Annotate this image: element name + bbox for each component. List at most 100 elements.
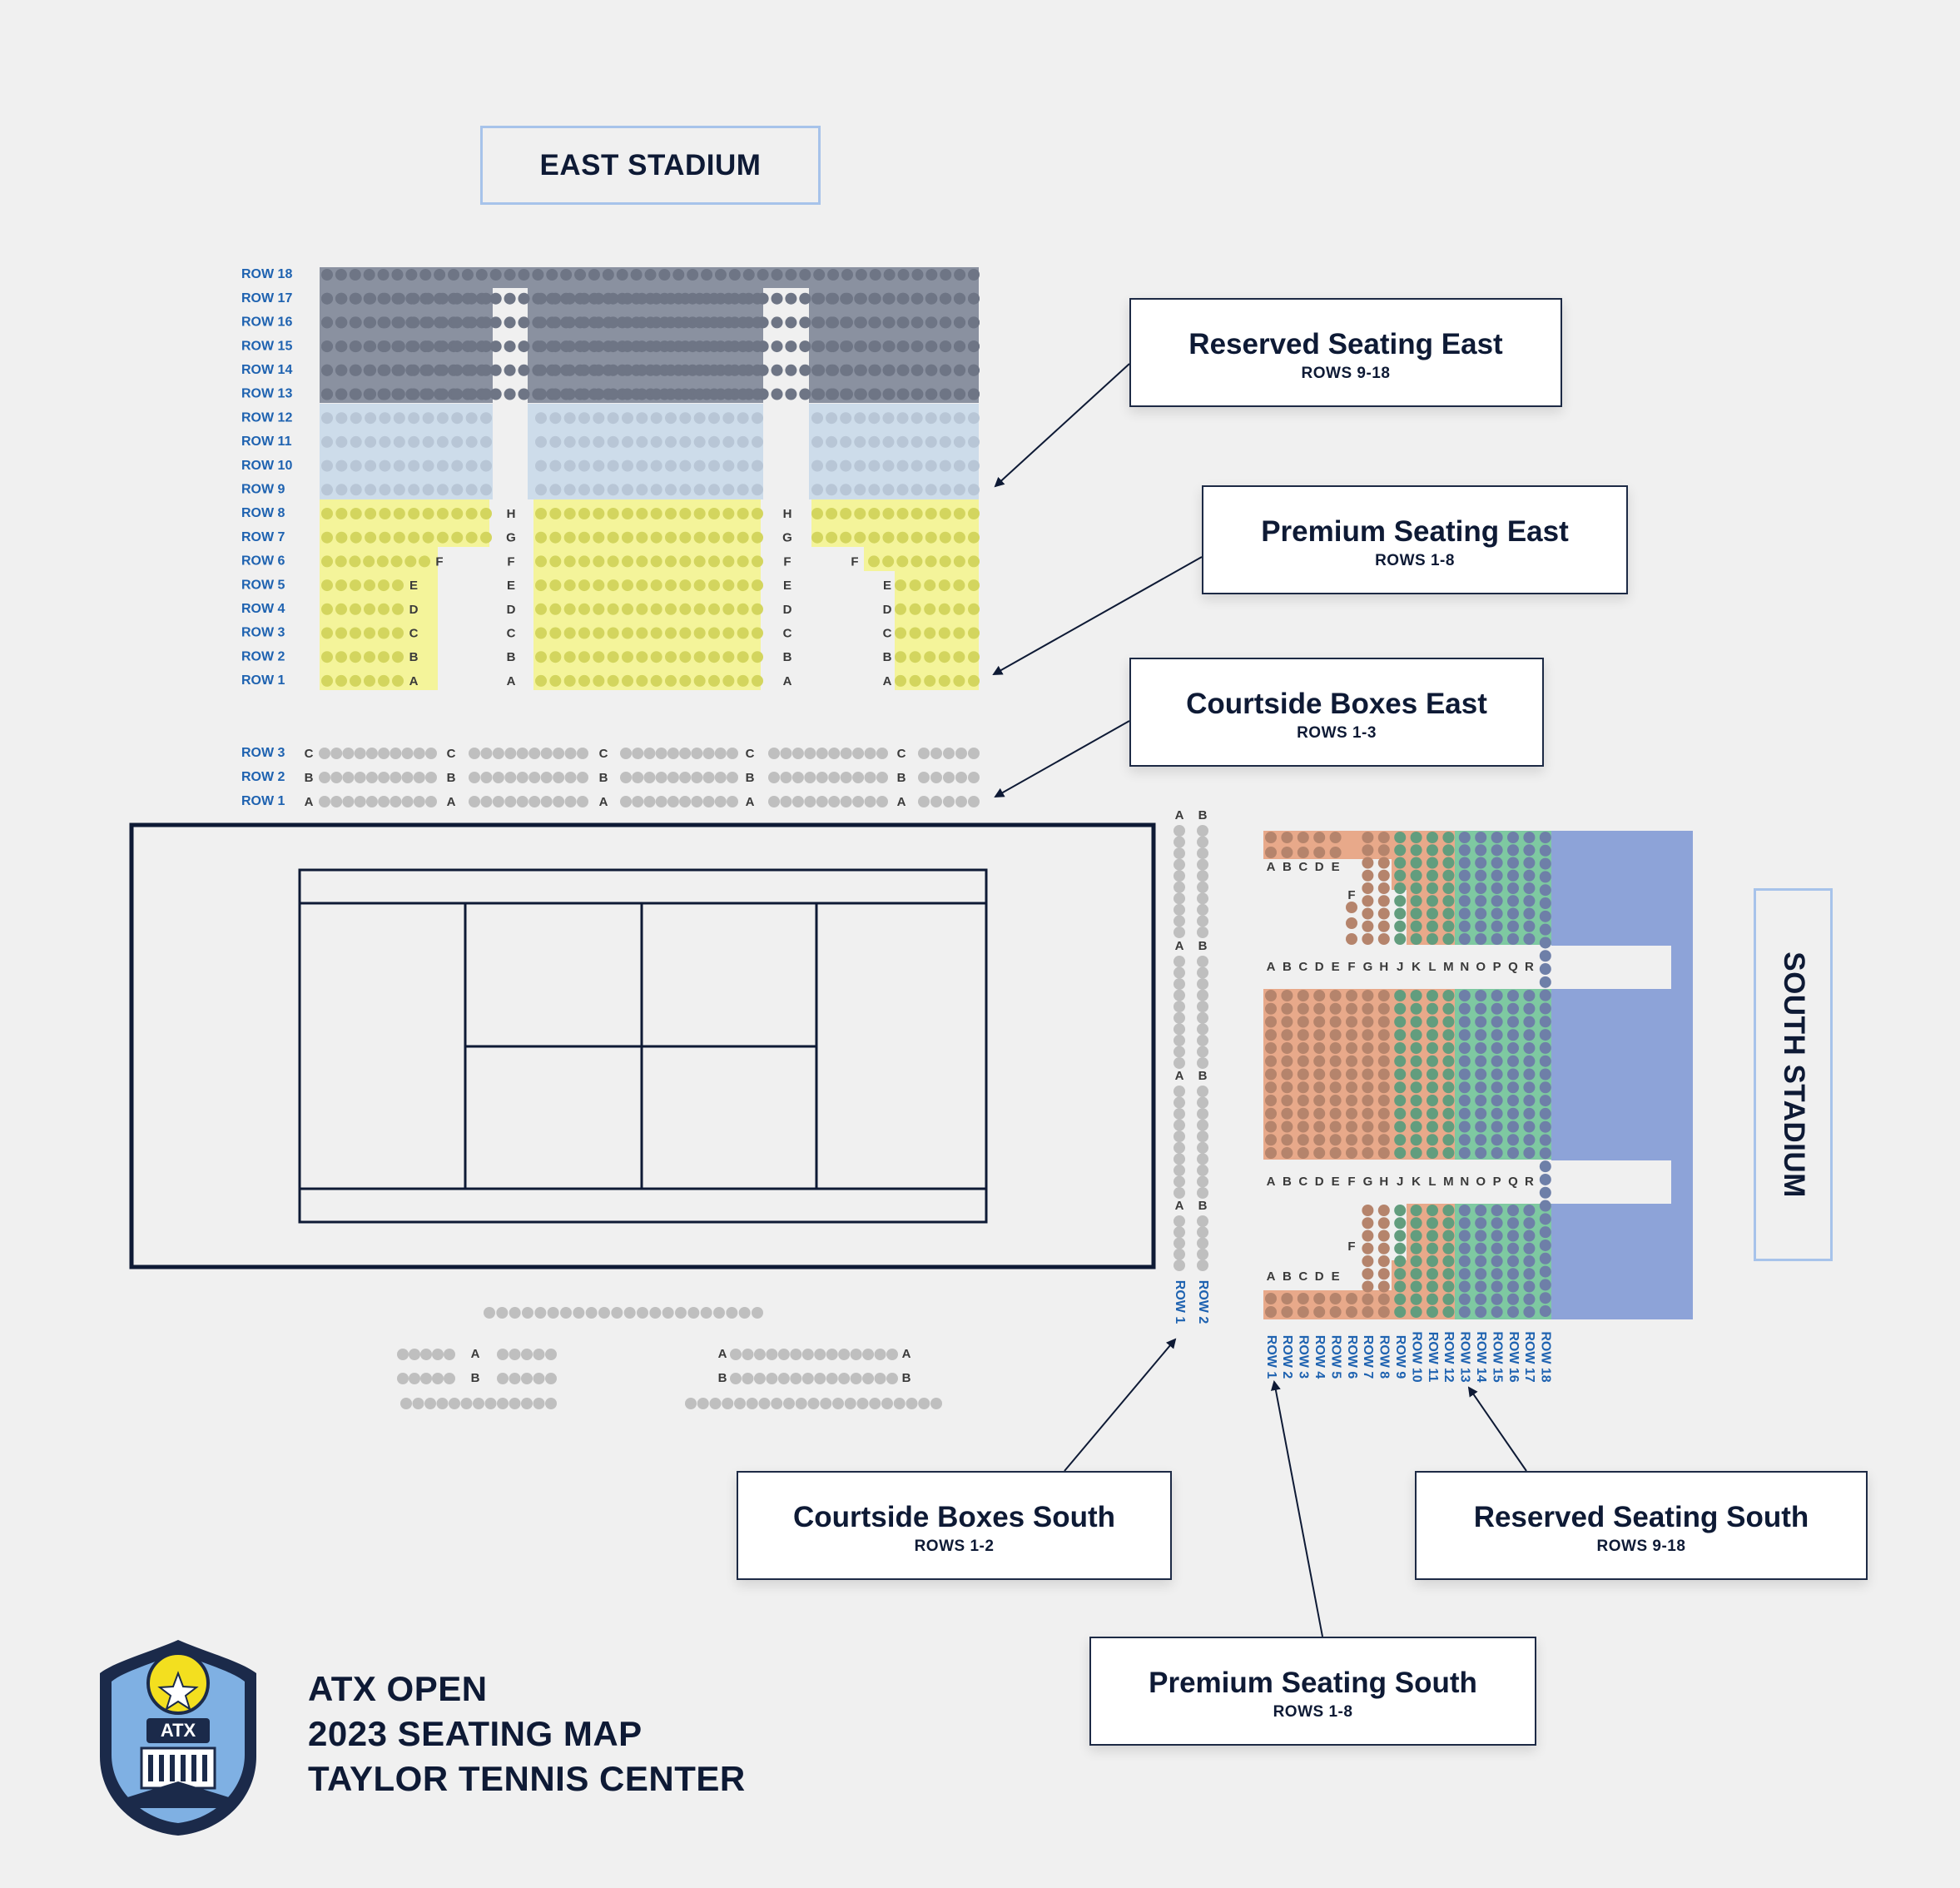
seat: [1475, 882, 1487, 894]
seat: [1427, 882, 1438, 894]
seat: [484, 1398, 497, 1409]
seat: [693, 627, 706, 639]
east-aisle-letter: G: [506, 531, 516, 545]
south-seat-letter: H: [1379, 960, 1388, 974]
south-row-label: ROW 11: [1426, 1332, 1440, 1383]
seat: [636, 364, 648, 376]
seat: [451, 508, 464, 519]
seat: [665, 460, 677, 472]
seat: [563, 388, 576, 400]
seat: [1491, 1042, 1503, 1054]
seat: [1427, 1055, 1438, 1067]
seat: [1442, 844, 1455, 857]
seat: [1475, 1147, 1487, 1159]
seat: [662, 1307, 674, 1319]
seat: [1410, 1230, 1422, 1242]
seat: [918, 772, 930, 783]
seat: [585, 1307, 598, 1319]
seat: [379, 292, 391, 305]
seat: [911, 555, 923, 568]
seat: [1507, 844, 1519, 857]
seat: [801, 1373, 814, 1384]
callout-premium-seating-south[interactable]: Premium Seating South ROWS 1-8: [1089, 1637, 1536, 1746]
south-seat-letter: B: [1283, 1269, 1292, 1284]
seat: [578, 364, 590, 376]
seat: [1329, 1016, 1342, 1028]
seat: [1523, 1268, 1536, 1280]
seat: [379, 364, 391, 376]
seat: [413, 772, 425, 783]
callout-courtside-boxes-south[interactable]: Courtside Boxes South ROWS 1-2: [737, 1471, 1172, 1580]
south-seat-letter: B: [1283, 960, 1292, 974]
seat: [1313, 1029, 1326, 1041]
east-stadium-label: EAST STADIUM: [480, 126, 821, 205]
callout-reserved-seating-south[interactable]: Reserved Seating South ROWS 9-18: [1415, 1471, 1868, 1580]
seat: [1174, 1119, 1185, 1131]
seat: [540, 772, 553, 783]
seat: [1458, 933, 1471, 945]
callout-rows: ROWS 1-8: [1375, 552, 1455, 569]
seat: [1410, 990, 1422, 1001]
seat: [650, 508, 662, 519]
seat: [365, 508, 377, 519]
seat: [826, 460, 838, 472]
seat: [752, 531, 763, 544]
seat: [844, 1398, 856, 1409]
seat: [868, 412, 881, 425]
seat: [1427, 1205, 1438, 1216]
seat: [1539, 989, 1551, 1001]
seat: [365, 460, 377, 472]
seat: [968, 340, 980, 353]
seat: [687, 269, 699, 281]
seat: [1539, 1120, 1551, 1133]
seat: [752, 316, 763, 329]
south-row-label: ROW 3: [1297, 1335, 1311, 1379]
seat: [365, 796, 378, 807]
callout-rows: ROWS 1-3: [1297, 724, 1377, 742]
seat: [1507, 1120, 1519, 1133]
seat: [1410, 1002, 1422, 1015]
seat: [665, 340, 677, 353]
seat: [1197, 1119, 1208, 1131]
seat: [535, 603, 547, 615]
seat: [1475, 1081, 1487, 1094]
seat: [1475, 895, 1487, 907]
seat: [722, 508, 735, 519]
seat: [577, 772, 588, 783]
seat: [896, 531, 909, 544]
seat: [953, 412, 965, 425]
callout-courtside-boxes-east[interactable]: Courtside Boxes East ROWS 1-3: [1129, 658, 1544, 767]
east-row-label: ROW 8: [241, 506, 285, 520]
courtside-east-letter: A: [305, 795, 314, 809]
seat: [655, 772, 667, 783]
seat: [425, 796, 437, 807]
seat: [925, 412, 937, 425]
seat: [771, 1398, 783, 1409]
seat: [535, 508, 547, 519]
seat: [1539, 1160, 1551, 1173]
seat: [771, 364, 783, 376]
seat: [1442, 1255, 1455, 1267]
seat: [593, 603, 605, 615]
seat: [1297, 1016, 1309, 1028]
seat: [1362, 844, 1374, 857]
seat: [1297, 1107, 1309, 1120]
seat: [480, 435, 492, 448]
seat: [1394, 895, 1407, 907]
seat: [1297, 1081, 1309, 1094]
seat: [1281, 1134, 1293, 1146]
south-seat-letter: F: [1347, 1240, 1355, 1254]
seat: [753, 1349, 766, 1360]
seat: [953, 316, 965, 329]
seat: [1329, 832, 1342, 843]
seat: [1491, 990, 1503, 1001]
seat: [497, 1349, 509, 1360]
callout-premium-seating-east[interactable]: Premium Seating East ROWS 1-8: [1202, 485, 1628, 594]
seat: [1427, 907, 1438, 920]
south-seat-letter: D: [1315, 1269, 1324, 1284]
seat: [364, 603, 375, 615]
seat: [1458, 1120, 1471, 1133]
callout-reserved-seating-east[interactable]: Reserved Seating East ROWS 9-18: [1129, 298, 1562, 407]
south-seat-letter: B: [1283, 1175, 1292, 1189]
seat: [365, 435, 377, 448]
